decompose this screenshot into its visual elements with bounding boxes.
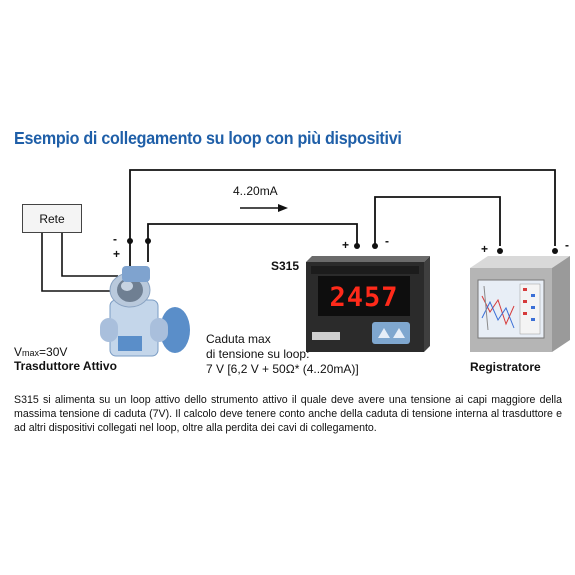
- transducer-minus-sign: -: [113, 232, 117, 246]
- s315-display-value: 2457: [329, 282, 398, 313]
- s315-name: S315: [271, 259, 300, 273]
- s315-plus-sign: +: [342, 238, 350, 252]
- vmax-value: =30V: [39, 345, 68, 359]
- recorder-name: Registratore: [470, 360, 541, 374]
- description-paragraph: S315 si alimenta su un loop attivo dello…: [14, 394, 562, 435]
- transducer-plus-sign: +: [113, 247, 121, 261]
- s315-minus-sign: -: [385, 234, 389, 248]
- s315-device: [306, 256, 430, 352]
- rete-label: Rete: [39, 211, 65, 226]
- voltage-drop-line3: 7 V [6,2 V + 50Ω* (4..20mA)]: [206, 362, 359, 376]
- transducer-name: Trasduttore Attivo: [14, 359, 117, 373]
- recorder-device: [470, 256, 570, 352]
- voltage-drop-line1: Caduta max: [206, 332, 271, 346]
- current-arrow: [240, 204, 288, 212]
- vmax-subscript: max: [22, 348, 40, 358]
- voltage-drop-line2: di tensione su loop:: [206, 347, 310, 361]
- wire-terminals: [127, 238, 558, 254]
- transducer-device: [100, 266, 190, 357]
- vmax-label: Vmax=30V: [14, 345, 67, 359]
- page-title: Esempio di collegamento su loop con più …: [14, 128, 402, 148]
- rete-wires: [41, 233, 123, 292]
- rete-box: Rete: [22, 204, 82, 233]
- vmax-prefix: V: [14, 345, 23, 359]
- recorder-plus-sign: +: [481, 242, 489, 256]
- current-label: 4..20mA: [233, 184, 278, 198]
- recorder-minus-sign: -: [565, 238, 569, 252]
- voltage-drop-note: Caduta max di tensione su loop: 7 V [6,2…: [206, 332, 359, 377]
